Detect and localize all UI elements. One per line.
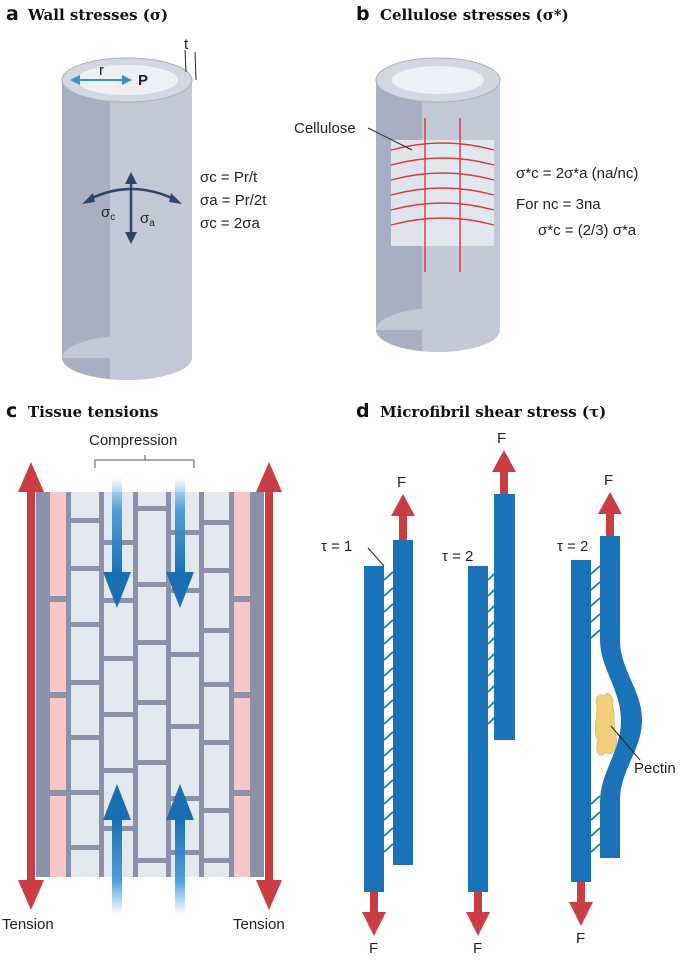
panel-b-title: Cellulose stresses (σ*): [380, 6, 569, 24]
pressure-label: P: [138, 72, 149, 89]
panel-c-title: Tissue tensions: [28, 403, 159, 421]
tau-3-label: τ = 2: [557, 538, 589, 555]
thickness-label: t: [184, 36, 189, 53]
panel-b-letter: b: [356, 3, 370, 25]
compression-label: Compression: [89, 432, 178, 449]
tau-1-label: τ = 1: [321, 538, 353, 555]
cylinder-a: [61, 57, 193, 380]
force-arrow-down-3: [569, 882, 593, 926]
cellulose-equation-2: For nc = 3na: [516, 196, 601, 213]
tension-arrow-right: [256, 462, 282, 910]
axial-arrowhead-bottom: [125, 232, 137, 244]
wall-equation-3: σc = 2σa: [200, 215, 260, 232]
fibril-pair-3: [571, 536, 642, 882]
force-arrow-down-2: [466, 892, 490, 936]
cellulose-equation-1: σ*c = 2σ*a (na/nc): [516, 165, 639, 182]
tension-label-right: Tension: [233, 916, 285, 933]
panel-d-title: Microfibril shear stress (τ): [380, 403, 607, 421]
cylinder-b: [375, 57, 501, 352]
tension-arrow-left: [18, 462, 44, 910]
panel-c-letter: c: [6, 400, 18, 422]
fibril-pair-2: [468, 494, 515, 892]
hoop-arrowhead-left: [82, 193, 95, 204]
tension-label-left: Tension: [2, 916, 54, 933]
force-label-up-3: F: [604, 472, 614, 489]
compression-arrow-down-right: [166, 477, 194, 608]
tau-2-label: τ = 2: [442, 548, 474, 565]
compression-arrow-up-right: [166, 784, 194, 914]
force-arrow-up-2: [492, 450, 516, 494]
cellulose-fibrils: [390, 118, 495, 272]
cellulose-equation-3: σ*c = (2/3) σ*a: [538, 222, 637, 239]
hoop-arrowhead-right: [169, 193, 182, 204]
force-label-down-1: F: [369, 940, 379, 957]
radius-arrowhead-left: [70, 75, 80, 85]
radius-arrowhead-right: [122, 75, 132, 85]
force-arrow-up-1: [391, 494, 415, 540]
thickness-tick-1: [184, 49, 187, 73]
fibril-pair-1: [364, 540, 413, 892]
axial-stress-label: σa: [140, 210, 155, 229]
pectin-leader: [610, 725, 641, 761]
compression-bracket: [94, 455, 195, 468]
force-label-down-3: F: [576, 930, 586, 947]
panel-a-letter: a: [6, 3, 19, 25]
radius-label: r: [99, 62, 104, 79]
compression-arrow-down-left: [103, 477, 131, 608]
hoop-stress-label: σc: [101, 204, 116, 223]
force-label-up-1: F: [397, 474, 407, 491]
wall-equation-1: σc = Pr/t: [200, 169, 258, 186]
force-label-up-2: F: [497, 430, 507, 447]
force-arrow-up-3: [598, 492, 622, 536]
axial-arrowhead-top: [125, 172, 137, 184]
pectin-blob: [594, 693, 617, 756]
panel-d-letter: d: [356, 400, 370, 422]
compression-arrow-up-left: [103, 784, 131, 914]
force-label-down-2: F: [473, 940, 483, 957]
panel-a-title: Wall stresses (σ): [28, 6, 169, 24]
cellulose-label: Cellulose: [294, 120, 356, 137]
thickness-tick-2: [194, 51, 197, 81]
tau-1-leader: [367, 547, 385, 567]
pectin-label: Pectin: [634, 760, 676, 777]
wall-equation-2: σa = Pr/2t: [200, 192, 267, 209]
cellulose-leader-line: [367, 127, 413, 151]
force-arrow-down-1: [362, 892, 386, 936]
